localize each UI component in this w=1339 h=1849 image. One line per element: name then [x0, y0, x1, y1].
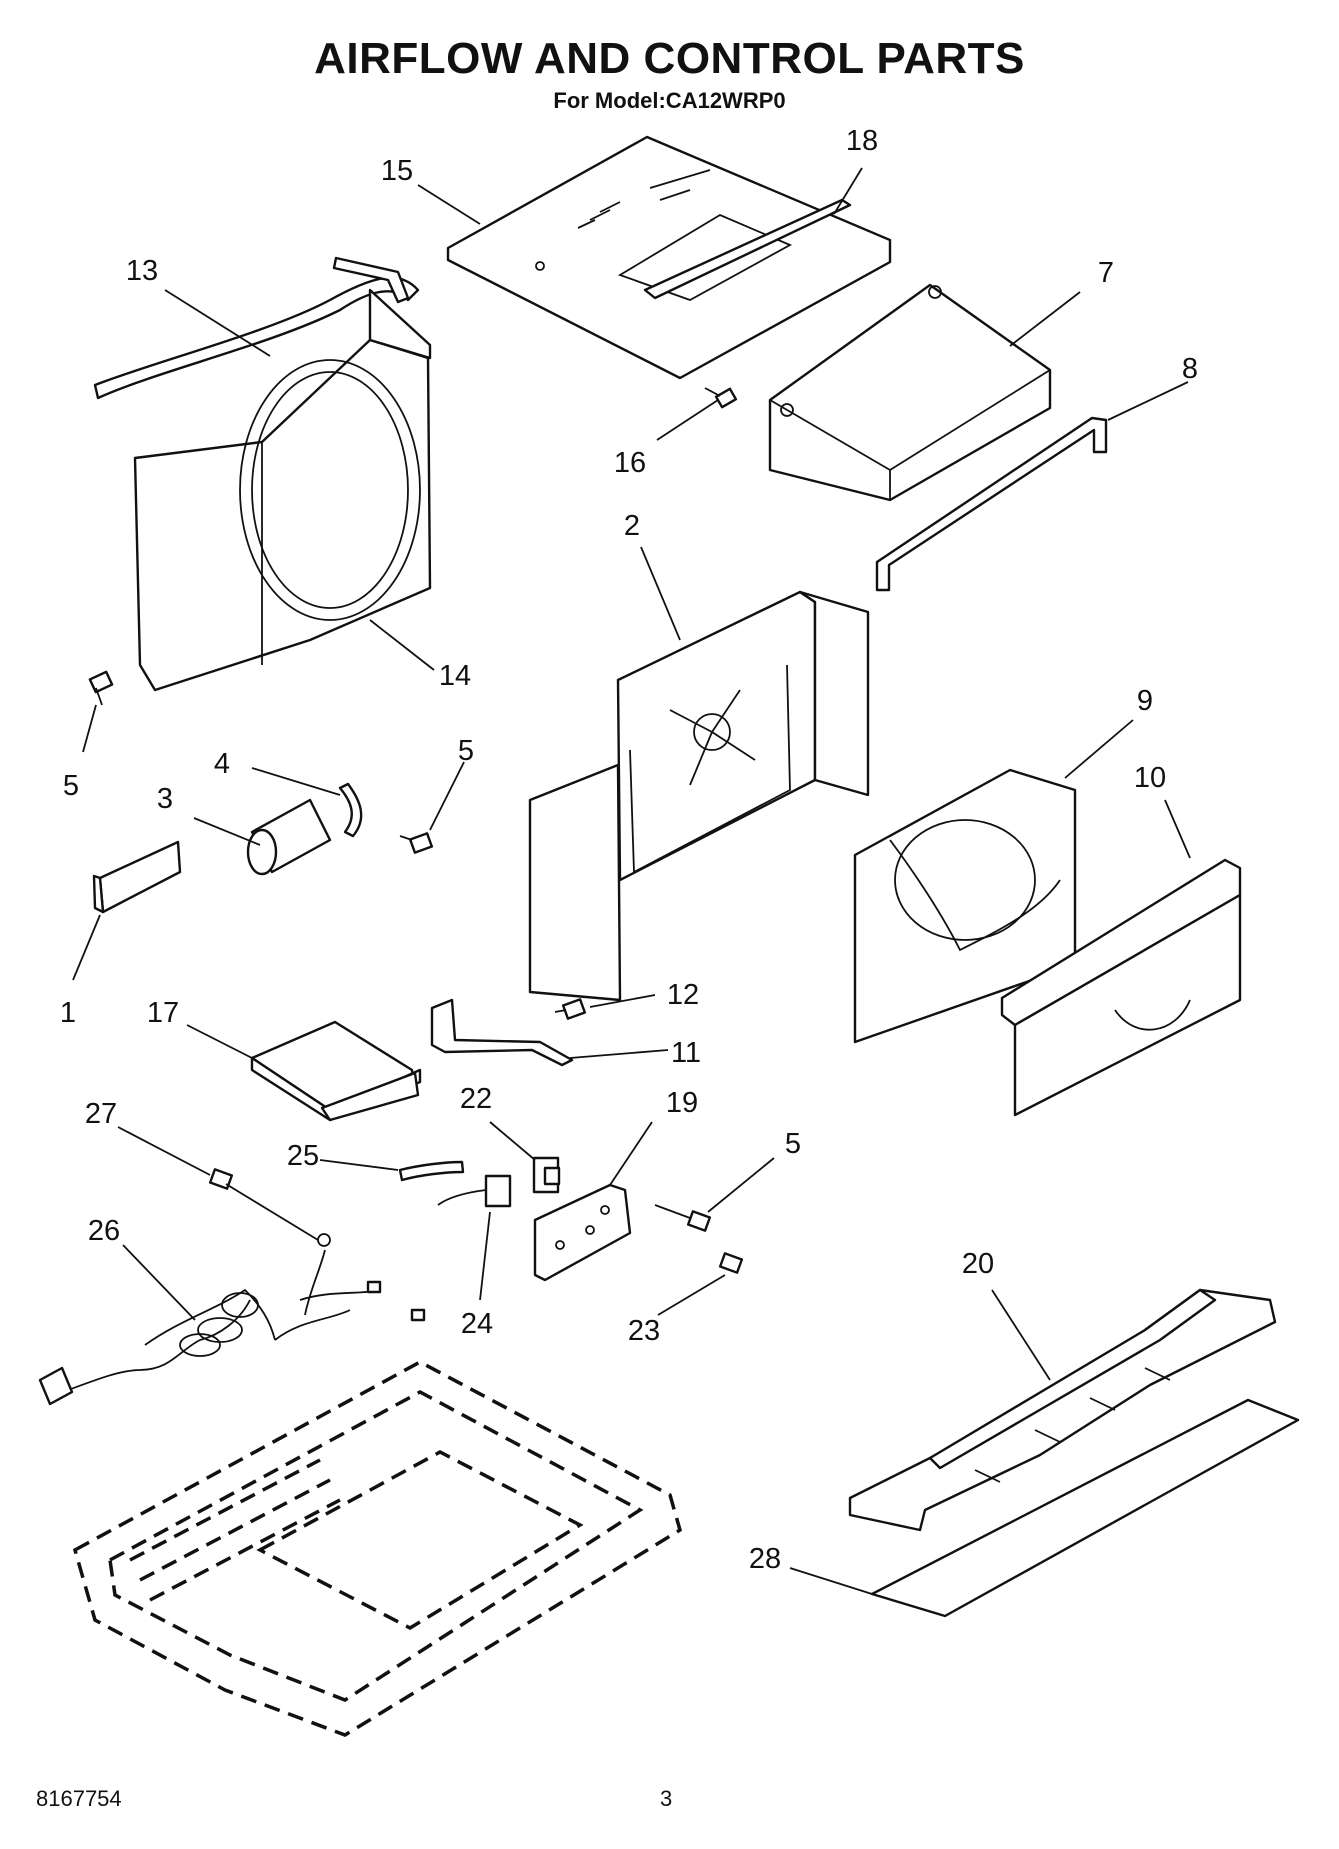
part-control-box	[250, 1020, 422, 1122]
part-base-pan	[848, 1288, 1277, 1532]
model-subtitle: For Model:CA12WRP0	[553, 88, 786, 113]
callout-22: 22	[460, 1083, 492, 1115]
callout-25: 25	[287, 1140, 319, 1172]
callout-20: 20	[962, 1248, 994, 1280]
callout-8: 8	[1182, 353, 1198, 385]
callout-11: 11	[671, 1037, 701, 1069]
callout-10: 10	[1134, 762, 1166, 794]
part-capacitor-strap	[338, 782, 363, 838]
part-gasket	[93, 256, 420, 400]
callout-17: 17	[147, 997, 179, 1029]
part-screw-5a	[88, 670, 114, 706]
callout-3: 3	[157, 783, 173, 815]
callout-24: 24	[461, 1308, 493, 1340]
part-center-partition	[528, 590, 870, 1002]
part-air-deflector	[1000, 858, 1242, 1117]
callout-23: 23	[628, 1315, 660, 1347]
part-insulation	[870, 1398, 1300, 1618]
callout-13: 13	[126, 255, 158, 287]
page-number: 3	[660, 1786, 673, 1811]
callout-19: 19	[666, 1087, 698, 1119]
part-screw-12	[554, 998, 587, 1020]
part-base-pan-outline	[72, 1360, 683, 1737]
callout-7: 7	[1098, 257, 1114, 289]
part-seal-strip	[875, 416, 1108, 592]
callout-26: 26	[88, 1215, 120, 1247]
part-top-panel	[446, 135, 892, 380]
leader-lines	[72, 167, 1191, 1595]
callout-1: 1	[60, 997, 76, 1029]
part-screw-5c	[654, 1204, 712, 1232]
part-switch	[532, 1156, 561, 1194]
part-screw-27	[208, 1168, 319, 1241]
part-cover	[768, 283, 1052, 502]
part-tube	[398, 1160, 465, 1182]
part-shroud	[133, 288, 432, 692]
callout-14: 14	[439, 660, 471, 692]
callout-4: 4	[214, 748, 230, 780]
callout-15: 15	[381, 155, 413, 187]
callout-28: 28	[749, 1543, 781, 1575]
callout-labels: 15 18 13 7 8 16 2 14 5 4 5 3 9 10 1 17 1…	[60, 125, 1198, 1575]
callout-9: 9	[1137, 685, 1153, 717]
callout-27: 27	[85, 1098, 117, 1130]
callout-16: 16	[614, 447, 646, 479]
part-screw-23	[718, 1252, 744, 1274]
part-seal	[643, 198, 852, 300]
part-capacitor	[246, 798, 332, 876]
part-power-cord	[38, 1233, 426, 1406]
callout-5b: 5	[458, 735, 474, 767]
part-control-bracket	[533, 1183, 632, 1282]
part-thermostat	[437, 1174, 512, 1208]
callout-5a: 5	[63, 770, 79, 802]
page-title: AIRFLOW AND CONTROL PARTS	[314, 34, 1025, 83]
callout-5c: 5	[785, 1128, 801, 1160]
part-bracket	[430, 998, 574, 1067]
part-screw-5b	[399, 832, 434, 854]
callout-12: 12	[667, 979, 699, 1011]
callout-2: 2	[624, 510, 640, 542]
part-filter-pad	[92, 840, 182, 914]
callout-18: 18	[846, 125, 878, 157]
part-screw-16	[704, 387, 738, 409]
document-number: 8167754	[36, 1786, 122, 1811]
part-scroll	[853, 768, 1077, 1044]
